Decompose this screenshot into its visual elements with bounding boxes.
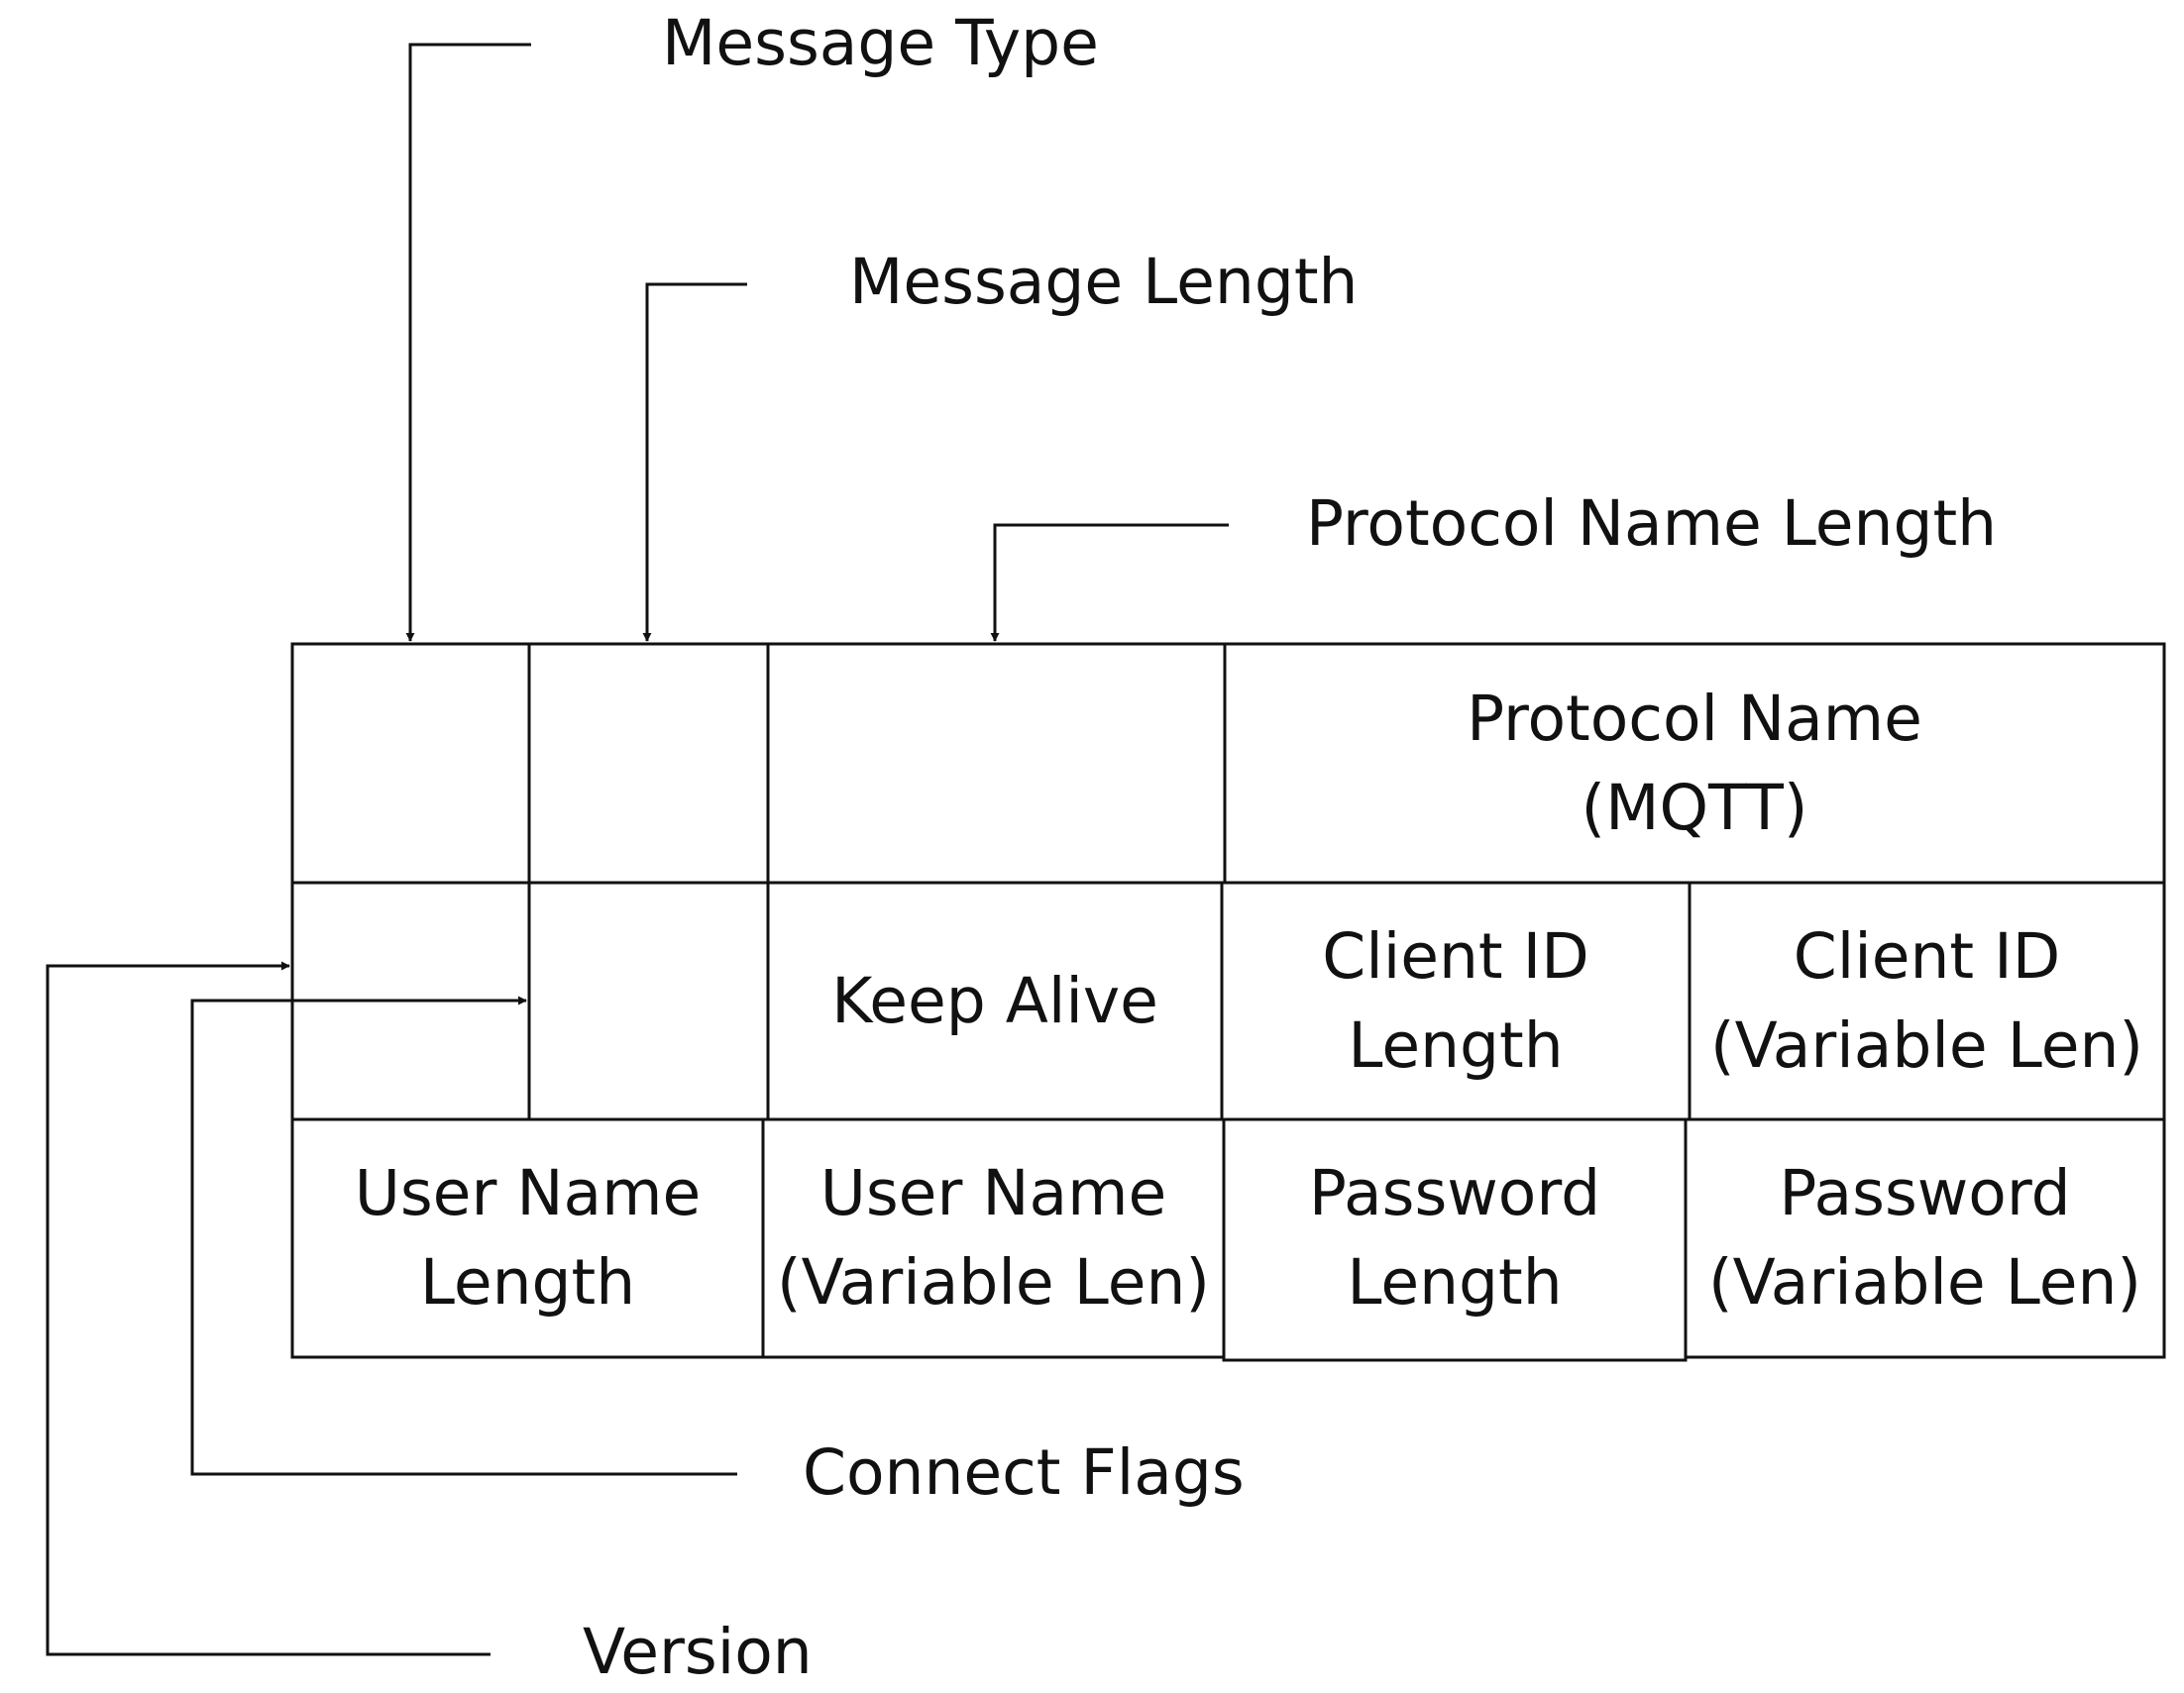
client-id-length-text: Client ID Length	[1222, 883, 1690, 1119]
password-text: Password (Variable Len)	[1686, 1119, 2164, 1357]
message-length-label: Message Length	[849, 246, 1359, 318]
client-id-line1: Client ID	[1793, 919, 2061, 993]
keep-alive-line1: Keep Alive	[831, 964, 1158, 1037]
password-length-line1: Password	[1308, 1157, 1601, 1229]
version-label: Version	[583, 1616, 813, 1688]
cell-message-length	[527, 642, 770, 885]
user-name-line1: User Name	[819, 1157, 1167, 1229]
user-name-length-line2: Length	[419, 1246, 636, 1319]
client-id-length-line1: Client ID	[1322, 919, 1589, 993]
password-length-line2: Length	[1347, 1246, 1563, 1319]
cell-message-type	[290, 642, 531, 885]
cell-protocol-name-length	[766, 642, 1227, 885]
client-id-length-line2: Length	[1348, 1008, 1564, 1082]
protocol-name-text: Protocol Name (MQTT)	[1225, 644, 2164, 883]
client-id-line2: (Variable Len)	[1710, 1008, 2143, 1082]
password-line2: (Variable Len)	[1708, 1246, 2141, 1319]
client-id-text: Client ID (Variable Len)	[1690, 883, 2164, 1119]
keep-alive-text: Keep Alive	[768, 883, 1222, 1119]
packet-grid	[290, 642, 2166, 1362]
message-type-arrow	[405, 43, 531, 642]
user-name-text: User Name (Variable Len)	[763, 1119, 1224, 1357]
version-arrow	[46, 961, 491, 1656]
user-name-length-text: User Name Length	[292, 1119, 763, 1357]
password-length-text: Password Length	[1224, 1119, 1686, 1357]
protocol-name-length-label: Protocol Name Length	[1306, 487, 1998, 560]
user-name-line2: (Variable Len)	[777, 1246, 1210, 1319]
connect-flags-arrow	[190, 996, 737, 1476]
message-length-arrow	[642, 282, 747, 642]
password-line1: Password	[1779, 1157, 2071, 1229]
message-type-label: Message Type	[662, 7, 1099, 79]
protocol-name-length-arrow	[990, 523, 1229, 642]
connect-flags-label: Connect Flags	[803, 1436, 1245, 1509]
cell-password	[1684, 1117, 2166, 1359]
protocol-name-line2: (MQTT)	[1581, 771, 1808, 844]
cell-connect-flags	[527, 881, 770, 1121]
protocol-name-line1: Protocol Name	[1467, 682, 1922, 755]
user-name-length-line1: User Name	[354, 1157, 702, 1229]
